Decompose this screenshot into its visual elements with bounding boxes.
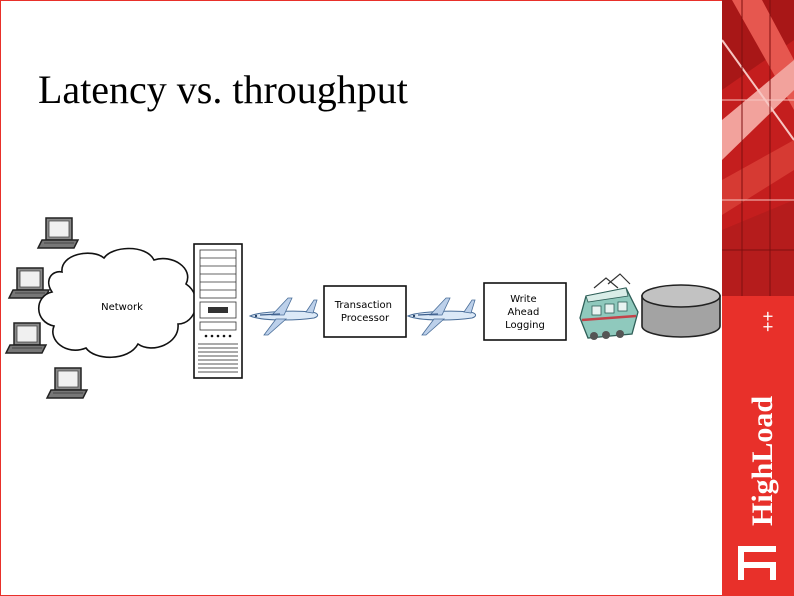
logo-mark-icon bbox=[738, 546, 776, 580]
server-tower-icon bbox=[193, 243, 243, 379]
laptop-icon bbox=[8, 267, 50, 299]
highload-logo: HighLoad ++ bbox=[738, 311, 779, 580]
laptop-icon bbox=[37, 217, 79, 249]
airplane-icon bbox=[407, 297, 477, 336]
write-ahead-logging-label: Write Ahead Logging bbox=[505, 294, 545, 331]
airplane-icon bbox=[249, 297, 319, 336]
database-disk-icon bbox=[641, 284, 721, 338]
network-label: Network bbox=[101, 302, 143, 313]
transaction-processor-label: Transaction Processor bbox=[334, 300, 395, 324]
write-ahead-logging-box bbox=[483, 282, 567, 341]
laptop-icon bbox=[46, 367, 88, 399]
slide-title: Latency vs. throughput bbox=[38, 67, 408, 112]
locomotive-icon bbox=[579, 273, 639, 340]
cloud-icon bbox=[38, 247, 197, 358]
brand-sidebar: HighLoad ++ bbox=[722, 0, 794, 596]
latency-throughput-diagram: Network Transaction Processor Write bbox=[5, 217, 721, 399]
laptop-icon bbox=[5, 322, 47, 354]
architecture-photo bbox=[722, 0, 794, 296]
transaction-processor-box bbox=[323, 285, 407, 338]
svg-text:HighLoad: HighLoad bbox=[746, 396, 779, 526]
svg-text:++: ++ bbox=[758, 311, 778, 332]
